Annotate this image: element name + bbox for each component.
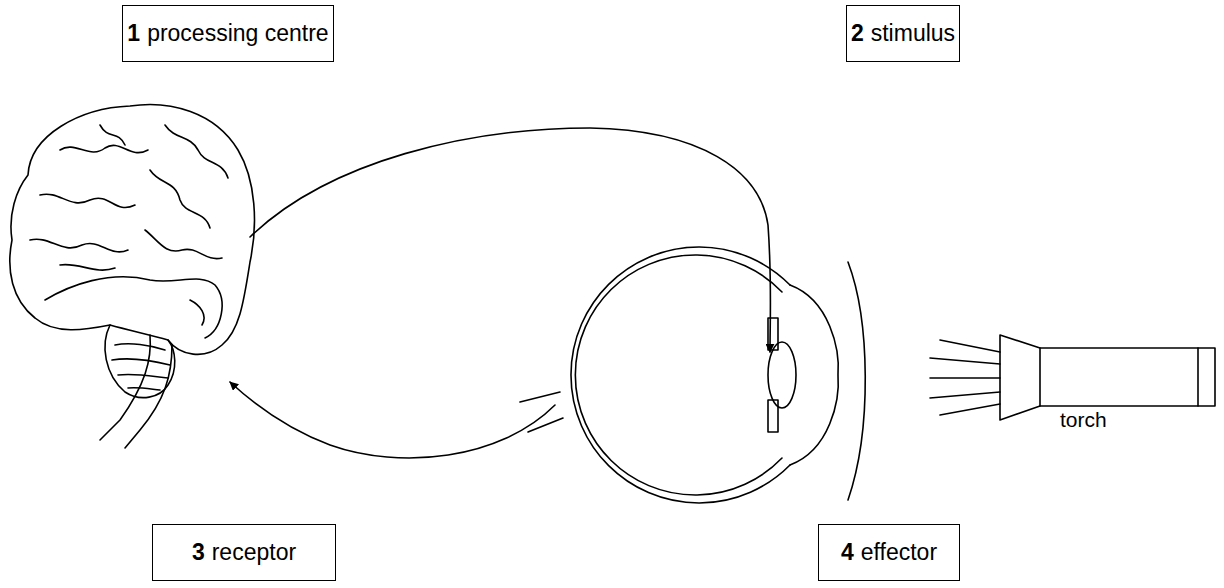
label-box: 4 effector bbox=[818, 524, 960, 581]
callout-number: 1 bbox=[127, 20, 140, 47]
box-text: effector bbox=[861, 539, 937, 566]
label-box: 1 processing centre bbox=[122, 5, 334, 62]
box-text: stimulus bbox=[871, 20, 955, 47]
nerve-arrow bbox=[250, 128, 771, 352]
eye-drawing bbox=[520, 247, 865, 503]
label-box: 2 stimulus bbox=[846, 5, 960, 62]
brain-drawing bbox=[10, 105, 255, 448]
callout-number: 2 bbox=[851, 20, 864, 47]
box-text: processing centre bbox=[147, 20, 329, 47]
box-text: receptor bbox=[212, 539, 296, 566]
torch-drawing bbox=[930, 335, 1215, 420]
label-box: 3 receptor bbox=[152, 524, 336, 581]
nerve-arrow bbox=[230, 382, 555, 458]
part-label: torch bbox=[1060, 408, 1107, 432]
callout-number: 4 bbox=[841, 539, 854, 566]
callout-number: 3 bbox=[192, 539, 205, 566]
